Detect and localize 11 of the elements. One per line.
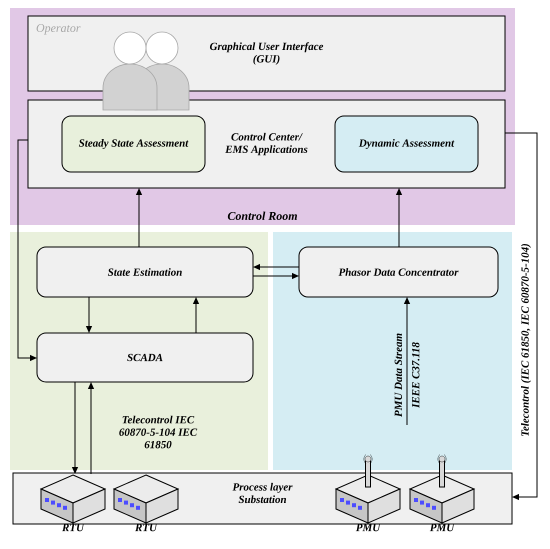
interface-box: Graphical User Interface (GUI) Operator — [28, 16, 506, 92]
protocol-label: IEEE C37.118 — [412, 342, 420, 408]
edge-label: Telecontrol IEC 60870-5-104 IEC 61850 — [109, 414, 207, 450]
arrow — [504, 132, 538, 500]
assessment-box: Dynamic Assessment — [334, 116, 478, 172]
edge-label: Telecontrol (IEC 61850, IEC 60870-5-104) — [520, 242, 532, 438]
process-box: Phasor Data Concentrator — [298, 246, 498, 298]
edge-label: PMU Data Stream — [394, 334, 402, 418]
assessment-box: Steady State Assessment — [62, 116, 206, 172]
process-box: SCADA — [36, 332, 254, 382]
process-box: State Estimation — [36, 246, 254, 298]
